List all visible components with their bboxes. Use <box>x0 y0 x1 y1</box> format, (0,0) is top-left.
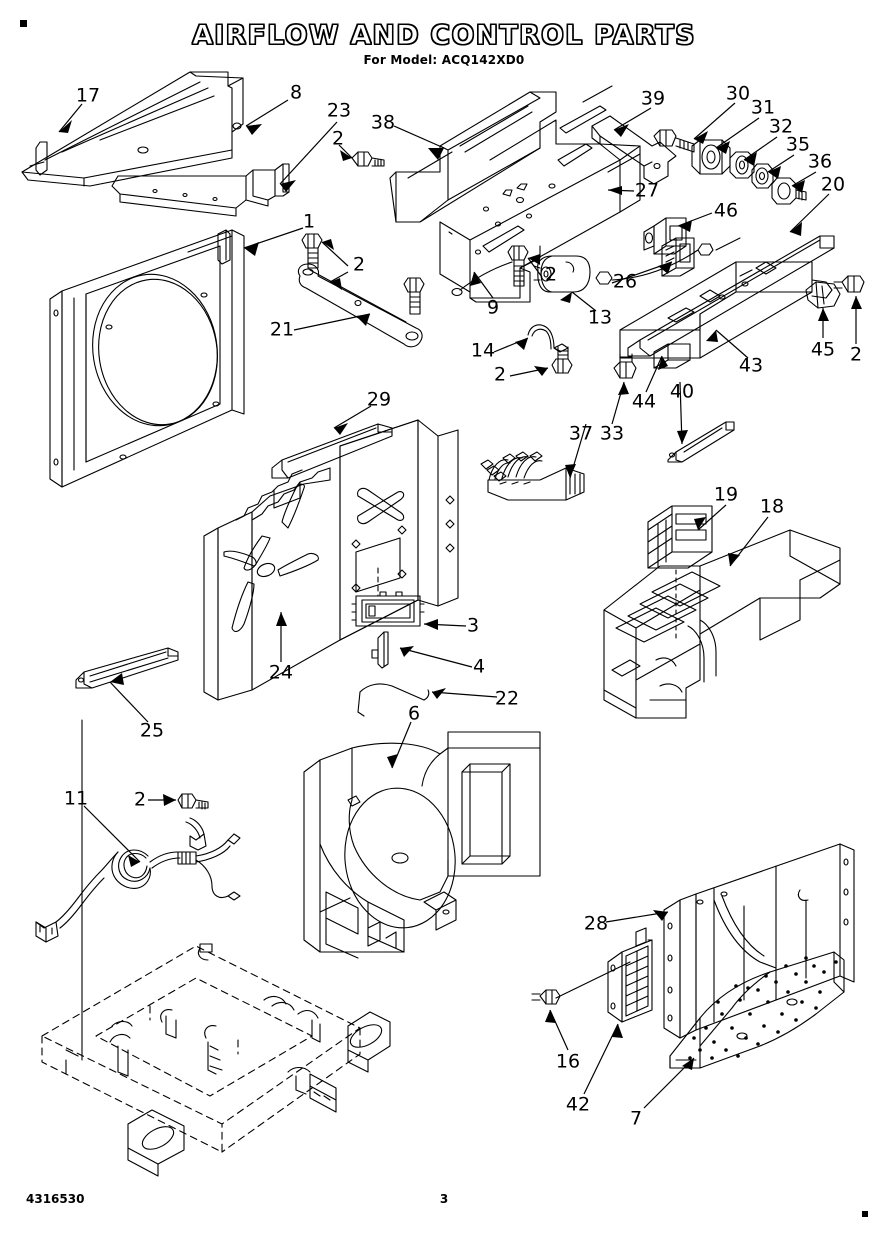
callout-number-22: 22 <box>494 687 520 710</box>
callout-number-2: 2 <box>133 788 147 811</box>
part-7-base-insulation <box>669 951 845 1069</box>
part-19-louver-clip <box>647 505 713 569</box>
part-30-bolt <box>653 129 695 153</box>
fastener-2-ground-screw <box>551 346 573 374</box>
part-42-grille <box>607 927 653 1023</box>
part-22-spring-clip <box>357 683 430 717</box>
callout-number-36: 36 <box>807 150 833 173</box>
callout-number-2: 2 <box>493 363 507 386</box>
callout-number-8: 8 <box>289 81 303 104</box>
callout-number-4: 4 <box>472 655 486 678</box>
callout-number-46: 46 <box>713 199 739 222</box>
fastener-16-screw <box>531 989 561 1005</box>
fastener-2-cord-clamp <box>177 793 209 810</box>
callout-number-45: 45 <box>810 338 836 361</box>
part-44-end-block <box>653 343 691 369</box>
callout-number-3: 3 <box>466 614 480 637</box>
callout-number-1: 1 <box>302 210 316 233</box>
callout-number-42: 42 <box>565 1093 591 1116</box>
callout-number-2: 2 <box>352 253 366 276</box>
callout-number-16: 16 <box>555 1050 581 1073</box>
callout-number-37: 37 <box>568 422 594 445</box>
part-26-terminal-block <box>661 237 695 277</box>
callout-number-28: 28 <box>583 912 609 935</box>
part-9-wire <box>451 261 513 297</box>
callout-number-2: 2 <box>849 343 863 366</box>
callout-number-17: 17 <box>75 84 101 107</box>
registration-mark-bottom-right <box>862 1211 868 1217</box>
part-28-rear-panel <box>663 843 855 1039</box>
callout-number-24: 24 <box>268 661 294 684</box>
part-29-top-rail <box>271 423 393 479</box>
part-38-control-box-cover <box>389 91 557 223</box>
part-32-washer <box>729 151 755 179</box>
footer-page-number: 3 <box>439 1192 449 1206</box>
callout-number-38: 38 <box>370 111 396 134</box>
fastener-2-brace-upper <box>301 233 323 269</box>
part-base-pan-details <box>65 943 391 1177</box>
callout-number-14: 14 <box>470 339 496 362</box>
fastener-2-top-left <box>351 151 385 167</box>
callout-number-32: 32 <box>768 115 794 138</box>
part-13-capacitor <box>533 255 591 293</box>
callout-number-2: 2 <box>331 127 345 150</box>
callout-number-25: 25 <box>139 719 165 742</box>
fastener-2-right-edge <box>833 275 865 293</box>
part-6-blower-scroll <box>303 731 541 959</box>
footer-part-number: 4316530 <box>26 1192 85 1206</box>
part-23-bracket <box>111 163 290 217</box>
callout-number-43: 43 <box>738 354 764 377</box>
part-40-slide-bar <box>667 421 735 463</box>
part-21-support-brace <box>297 263 423 348</box>
part-35-bushing <box>751 163 774 189</box>
part-control-housing-deck <box>439 85 641 303</box>
callout-number-9: 9 <box>486 296 500 319</box>
callout-number-19: 19 <box>713 483 739 506</box>
part-8-air-deflector-rail <box>21 71 244 187</box>
callout-number-39: 39 <box>640 87 666 110</box>
callout-number-2: 2 <box>544 263 558 286</box>
callout-number-13: 13 <box>587 306 613 329</box>
part-11-power-cord <box>35 817 241 943</box>
callout-number-18: 18 <box>759 495 785 518</box>
part-45-knob <box>805 281 841 309</box>
part-14-ground-strap <box>527 324 569 353</box>
part-base-pan-phantom <box>41 945 361 1153</box>
part-18-air-duct <box>603 529 841 719</box>
fastener-2-brace-lower <box>403 277 425 315</box>
leader-arrowheads <box>59 120 862 1070</box>
part-39-motor-bracket <box>591 115 677 185</box>
callout-number-30: 30 <box>725 82 751 105</box>
part-37-wire-harness <box>480 451 585 501</box>
fastener-33-screw <box>613 353 637 379</box>
part-17-end-cap <box>35 141 48 176</box>
callout-number-33: 33 <box>599 422 625 445</box>
callout-number-40: 40 <box>669 380 695 403</box>
callout-number-21: 21 <box>269 318 295 341</box>
callout-number-31: 31 <box>750 96 776 119</box>
registration-mark-top-left <box>20 20 27 27</box>
part-46-bracket <box>643 217 687 255</box>
part-4-switch-lever <box>371 631 389 669</box>
callout-number-20: 20 <box>820 173 846 196</box>
part-25-trim-strip <box>75 647 179 689</box>
part-3-rocker-switch <box>351 591 425 627</box>
callout-number-7: 7 <box>629 1107 643 1130</box>
callout-number-44: 44 <box>631 390 657 413</box>
callout-number-27: 27 <box>634 179 660 202</box>
part-20-control-panel <box>619 261 833 359</box>
callout-number-11: 11 <box>63 787 89 810</box>
part-24-panel-face <box>339 419 459 641</box>
callout-number-6: 6 <box>407 702 421 725</box>
callout-number-35: 35 <box>785 133 811 156</box>
part-1-fan-shroud <box>49 229 245 488</box>
part-24-fan-blades <box>223 483 319 633</box>
fastener-9-screw <box>507 245 529 287</box>
callout-number-29: 29 <box>366 388 392 411</box>
callout-number-23: 23 <box>326 99 352 122</box>
callout-number-26: 26 <box>612 270 638 293</box>
